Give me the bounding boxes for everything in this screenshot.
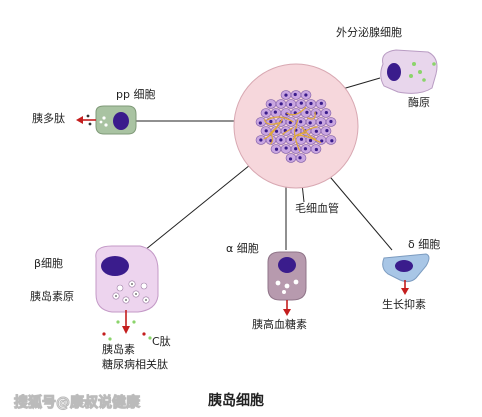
islet-cell-nucleus [308, 121, 312, 125]
islet-cell-nucleus [288, 102, 293, 107]
islet-cell-nucleus [329, 119, 333, 124]
capillary-segment [266, 116, 294, 123]
label-somatostatin: 生长抑素 [382, 298, 426, 311]
islet-cell-nucleus [288, 120, 292, 125]
label-pp-cell: pp 细胞 [116, 88, 156, 101]
beta-cell [95, 245, 159, 313]
diagram-title: 胰岛细胞 [208, 393, 264, 409]
label-pancreatic-polypeptide: 胰多肽 [32, 112, 65, 125]
capillary-segment [292, 132, 306, 141]
capillary-segment [293, 126, 301, 152]
label-capillary: 毛细血管 [295, 202, 339, 215]
capillary-segment [299, 126, 318, 136]
label-beta-cell: β细胞 [34, 257, 64, 270]
label-zymogen: 酶原 [408, 96, 430, 109]
islet-cell-nucleus [314, 129, 318, 133]
label-c-peptide: C肽 [152, 335, 171, 348]
islet-cell-nucleus [304, 93, 308, 97]
label-insulin: 胰岛素 [102, 343, 135, 356]
pp-cell [95, 105, 137, 135]
label-delta-cell: δ 细胞 [408, 238, 441, 251]
islet-cell-nucleus [274, 129, 279, 133]
islet-cell-nucleus [284, 93, 288, 97]
pp-cell-nucleus [113, 112, 129, 130]
alpha-cell-body [267, 251, 307, 301]
capillary-segment [268, 118, 283, 135]
islet-cell-nucleus [330, 139, 334, 143]
islet-cell-nucleus [264, 129, 268, 133]
delta-cell [382, 253, 430, 283]
alpha-cell [267, 251, 307, 301]
islet-cell-nucleus [288, 137, 293, 142]
islet-cell-nucleus [325, 129, 329, 133]
islet [233, 63, 359, 189]
islet-cell-nucleus [324, 110, 328, 115]
islet-cell-nucleus [284, 146, 288, 150]
delta-secretion-arrow [401, 280, 409, 295]
label-diabetes-peptide: 糖尿病相关肽 [102, 358, 168, 371]
capillary-segment [263, 118, 282, 125]
islet-cell-nucleus [288, 157, 293, 161]
capillary-segment [295, 119, 299, 127]
alpha-cell-nucleus [278, 257, 296, 273]
pp-secretion-arrow [76, 114, 96, 126]
islet-cell-nucleus [279, 138, 283, 142]
label-proinsulin: 胰岛素原 [30, 290, 74, 303]
label-glucagon: 胰高血糖素 [252, 318, 307, 331]
islet-cell-nucleus [320, 139, 324, 143]
islet-cell-nucleus [319, 101, 323, 105]
capillary-segment [269, 132, 274, 145]
islet-cell-nucleus [274, 147, 279, 151]
capillary-segment [282, 127, 294, 135]
islet-cell-nucleus [309, 101, 313, 106]
capillary-segment [286, 106, 307, 116]
exocrine-cell [380, 49, 438, 94]
islet-cell-nucleus [318, 121, 323, 125]
islet-cell-nucleus [299, 137, 304, 141]
connector-delta-cell [319, 164, 393, 251]
exocrine-cell-body [380, 49, 438, 94]
islet-cell-nucleus [264, 111, 268, 115]
capillary-segment [301, 126, 317, 140]
islet-cell-nucleus [293, 92, 297, 97]
islet-cell-nucleus [298, 156, 302, 160]
islet-cell-nucleus [299, 120, 303, 124]
islet-cell-nucleus [299, 101, 303, 105]
islet-cell-nucleus [259, 138, 263, 142]
capillary-segment [294, 134, 322, 144]
capillary-segment [307, 111, 316, 120]
islet-cell-nucleus [308, 138, 313, 143]
alpha-secretion-arrow [283, 300, 291, 316]
islet-cell-nucleus [273, 110, 277, 114]
delta-cell-nucleus [395, 260, 413, 272]
islet-cell-nucleus [268, 103, 272, 107]
exocrine-cell-nucleus [387, 63, 401, 81]
islet-cell-nucleus [294, 147, 298, 151]
islet-cell-nucleus [305, 110, 309, 114]
islet-cell-nucleus [258, 121, 262, 125]
islet-cell-nucleus [303, 147, 308, 151]
capillary-network [263, 106, 322, 152]
label-exocrine-cell: 外分泌腺细胞 [336, 26, 402, 39]
beta-cell-nucleus [101, 256, 129, 276]
beta-secretion-arrow [102, 310, 152, 341]
label-alpha-cell: α 细胞 [226, 242, 259, 255]
watermark: 搜狐号@康叔说健康 [14, 395, 141, 412]
islet-cell-nucleus [279, 102, 283, 106]
islet-cell-nucleus [269, 119, 273, 124]
islet-cell-nucleus [314, 147, 318, 152]
connector-beta-cell [144, 164, 251, 251]
